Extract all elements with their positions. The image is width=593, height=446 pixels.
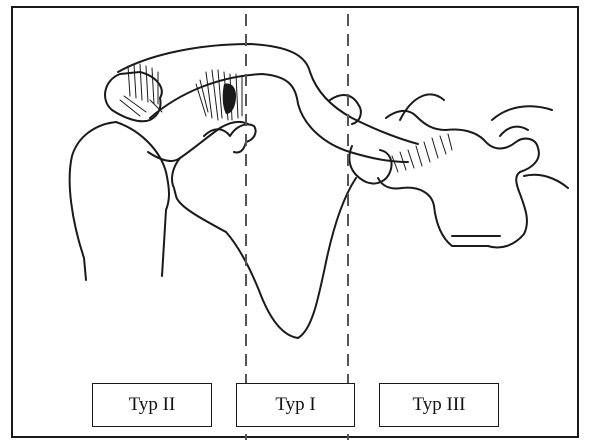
humeral-head-inner bbox=[116, 122, 169, 276]
greater-tubercle bbox=[148, 152, 180, 161]
clavicle-upper-edge bbox=[118, 44, 418, 144]
rib-outline-right bbox=[524, 175, 568, 188]
rib-outline-upper bbox=[492, 106, 552, 120]
coracoid-process bbox=[204, 124, 256, 152]
humeral-head-outline bbox=[70, 122, 116, 280]
label-typ-i: Typ I bbox=[236, 383, 355, 427]
label-typ-iii-text: Typ III bbox=[412, 394, 465, 416]
sternal-notch bbox=[500, 127, 528, 136]
rib-outline-left bbox=[400, 94, 444, 120]
scapula-lateral-border bbox=[226, 232, 298, 338]
glenoid-rim bbox=[172, 158, 226, 232]
label-typ-i-text: Typ I bbox=[275, 394, 315, 416]
label-typ-iii: Typ III bbox=[379, 383, 499, 427]
manubrium-outline bbox=[386, 111, 539, 248]
label-typ-ii: Typ II bbox=[92, 383, 212, 427]
label-typ-ii-text: Typ II bbox=[129, 394, 176, 416]
clavicle-lower-edge bbox=[150, 74, 408, 162]
conoid-ligament-dense-fill bbox=[223, 84, 236, 115]
